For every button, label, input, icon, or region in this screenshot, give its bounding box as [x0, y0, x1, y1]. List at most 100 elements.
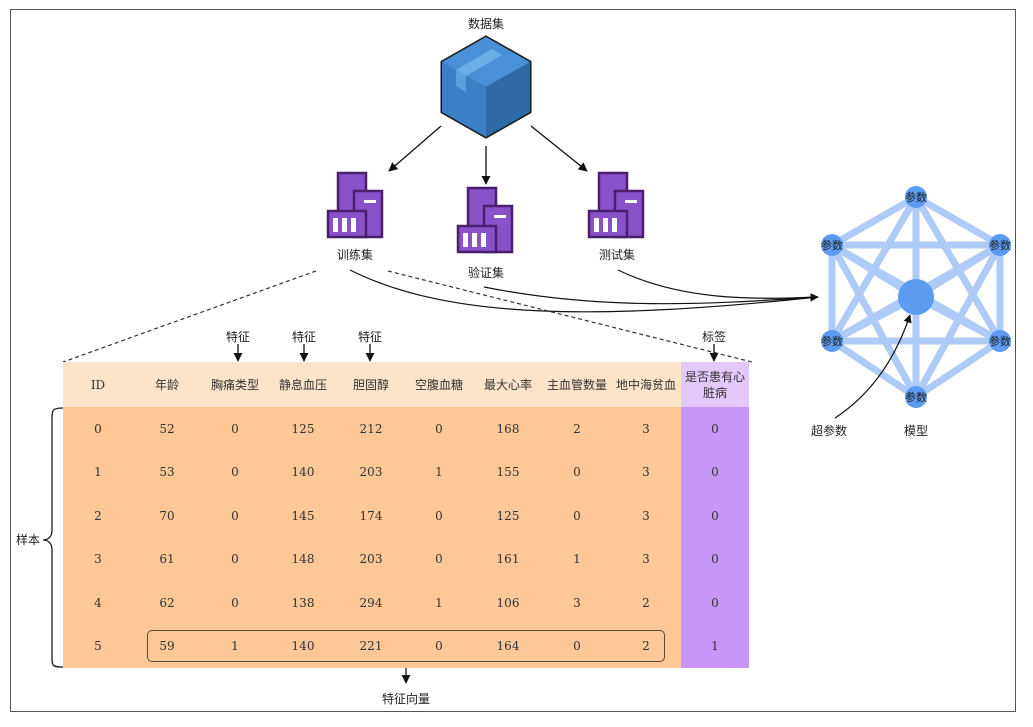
database-building-icon	[456, 186, 514, 254]
table-cell: 145	[269, 494, 337, 538]
table-cell: 0	[201, 581, 269, 625]
table-cell: 140	[269, 624, 337, 668]
parameter-node-label: 参数	[905, 390, 927, 404]
model-network: 参数参数参数参数参数参数	[821, 186, 1011, 408]
parameter-node-label: 参数	[989, 334, 1011, 348]
label-cell: 0	[681, 407, 749, 451]
table-cell: 0	[405, 537, 473, 581]
database-building-icon	[326, 171, 384, 239]
model-center-node	[898, 279, 934, 315]
table-cell: 140	[269, 450, 337, 494]
table-cell: 203	[337, 450, 405, 494]
table-cell: 1	[543, 537, 611, 581]
arrow-to-train	[388, 125, 442, 172]
model-edge	[830, 193, 918, 249]
dashed-projection-right	[387, 270, 753, 363]
table-cell: 0	[405, 494, 473, 538]
table-cell: 106	[473, 581, 543, 625]
arrow-to-test	[530, 125, 588, 172]
model-edge	[914, 338, 1002, 400]
parameter-node-label: 参数	[989, 238, 1011, 252]
target-label: 标签	[701, 330, 727, 344]
table-cell: 1	[201, 624, 269, 668]
curve-val-to-model	[483, 286, 819, 305]
table-cell: 3	[543, 581, 611, 625]
table-cell: 1	[405, 581, 473, 625]
parameter-node	[821, 234, 843, 256]
hyperparam-arrow	[834, 314, 912, 419]
parameter-node	[989, 234, 1011, 256]
curve-test-to-model	[617, 269, 819, 302]
label-cell: 0	[681, 494, 749, 538]
table-cell: 0	[201, 494, 269, 538]
hyperparam-label: 超参数	[810, 424, 848, 438]
table-cell: 168	[473, 407, 543, 451]
model-edge	[830, 338, 918, 400]
table-cell: 155	[473, 450, 543, 494]
database-building-icon	[587, 171, 645, 239]
parameter-node	[905, 186, 927, 208]
feature-label: 特征	[225, 330, 251, 344]
parameter-node-label: 参数	[821, 238, 843, 252]
table-cell: 3	[611, 537, 681, 581]
table-cell: 1	[63, 450, 133, 494]
table-cell: 2	[543, 407, 611, 451]
parameter-node	[821, 330, 843, 352]
feature-vector-label: 特征向量	[381, 692, 431, 706]
table-cell: 0	[201, 537, 269, 581]
table-cell: 161	[473, 537, 543, 581]
table-cell: 52	[133, 407, 201, 451]
package-box-icon	[440, 35, 532, 139]
table-cell: 2	[611, 624, 681, 668]
table-cell: 203	[337, 537, 405, 581]
column-header: 最大心率	[473, 362, 543, 407]
table-cell: 0	[201, 450, 269, 494]
column-header: 主血管数量	[543, 362, 611, 407]
table-cell: 0	[543, 624, 611, 668]
model-edge	[914, 193, 1002, 249]
table-cell: 2	[611, 581, 681, 625]
feature-label: 特征	[357, 330, 383, 344]
test-set-label: 测试集	[598, 248, 636, 262]
sample-label: 样本	[15, 533, 41, 547]
train-set-label: 训练集	[336, 248, 374, 262]
table-cell: 5	[63, 624, 133, 668]
table-cell: 212	[337, 407, 405, 451]
label-cell: 1	[681, 624, 749, 668]
table-cell: 148	[269, 537, 337, 581]
table-cell: 0	[201, 407, 269, 451]
table-cell: 61	[133, 537, 201, 581]
table-cell: 0	[543, 450, 611, 494]
table-cell: 59	[133, 624, 201, 668]
column-header: 胆固醇	[337, 362, 405, 407]
table-cell: 125	[473, 494, 543, 538]
table-cell: 0	[405, 624, 473, 668]
table-cell: 62	[133, 581, 201, 625]
column-header: 胸痛类型	[201, 362, 269, 407]
table-cell: 0	[405, 407, 473, 451]
table-cell: 3	[611, 407, 681, 451]
label-cell: 0	[681, 450, 749, 494]
curve-train-to-model	[349, 269, 819, 313]
table-cell: 70	[133, 494, 201, 538]
table-cell: 1	[405, 450, 473, 494]
column-header: 空腹血糖	[405, 362, 473, 407]
table-cell: 3	[63, 537, 133, 581]
label-cell: 0	[681, 581, 749, 625]
column-header: 地中海贫血	[611, 362, 681, 407]
parameter-node	[905, 386, 927, 408]
parameter-node-label: 参数	[821, 334, 843, 348]
feature-label: 特征	[291, 330, 317, 344]
table-cell: 174	[337, 494, 405, 538]
column-header: ID	[63, 362, 133, 407]
table-cell: 4	[63, 581, 133, 625]
table-cell: 164	[473, 624, 543, 668]
